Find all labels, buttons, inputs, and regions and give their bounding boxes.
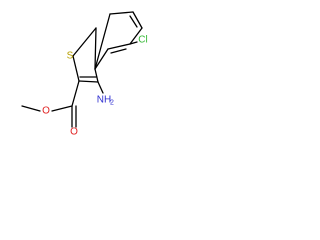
bond-s-c2 <box>72 55 80 82</box>
bond-c2-c3 <box>78 80 99 83</box>
chemical-structure: Cl S NH 2 O O <box>21 11 148 138</box>
bond-double-inner-1 <box>110 48 127 54</box>
bond-c4-c5 <box>107 43 131 50</box>
bond-c3-n <box>97 81 104 94</box>
bond-double-inner-2 <box>129 15 138 28</box>
bond-c5-c6 <box>129 27 143 45</box>
bond-ester-o-methyl <box>21 105 41 112</box>
carbonyl-oxygen-label: O <box>70 127 78 138</box>
bond-c7a-s <box>72 27 97 57</box>
bond-c7a-c3a <box>94 13 111 70</box>
thiophene-ring <box>72 27 99 83</box>
bond-c5-cl <box>129 41 138 45</box>
bond-c3a-c7a-fusion <box>94 27 97 70</box>
bond-c2-carbonyl-carbon <box>71 80 80 107</box>
bond-c3a-c4 <box>94 48 109 70</box>
bond-c6-c7 <box>132 11 143 29</box>
sulfur-atom-label: S <box>67 51 74 62</box>
amino-subscript: 2 <box>110 100 114 107</box>
bond-c7-c7a <box>109 11 134 15</box>
bond-c3-c3a <box>94 68 99 83</box>
ester-oxygen-label: O <box>42 106 50 117</box>
amino-nitrogen-label: NH <box>97 95 111 106</box>
chlorine-atom-label: Cl <box>138 35 147 46</box>
bond-carbonyl-carbon-ester-o <box>51 105 73 112</box>
benzene-ring <box>94 11 143 70</box>
